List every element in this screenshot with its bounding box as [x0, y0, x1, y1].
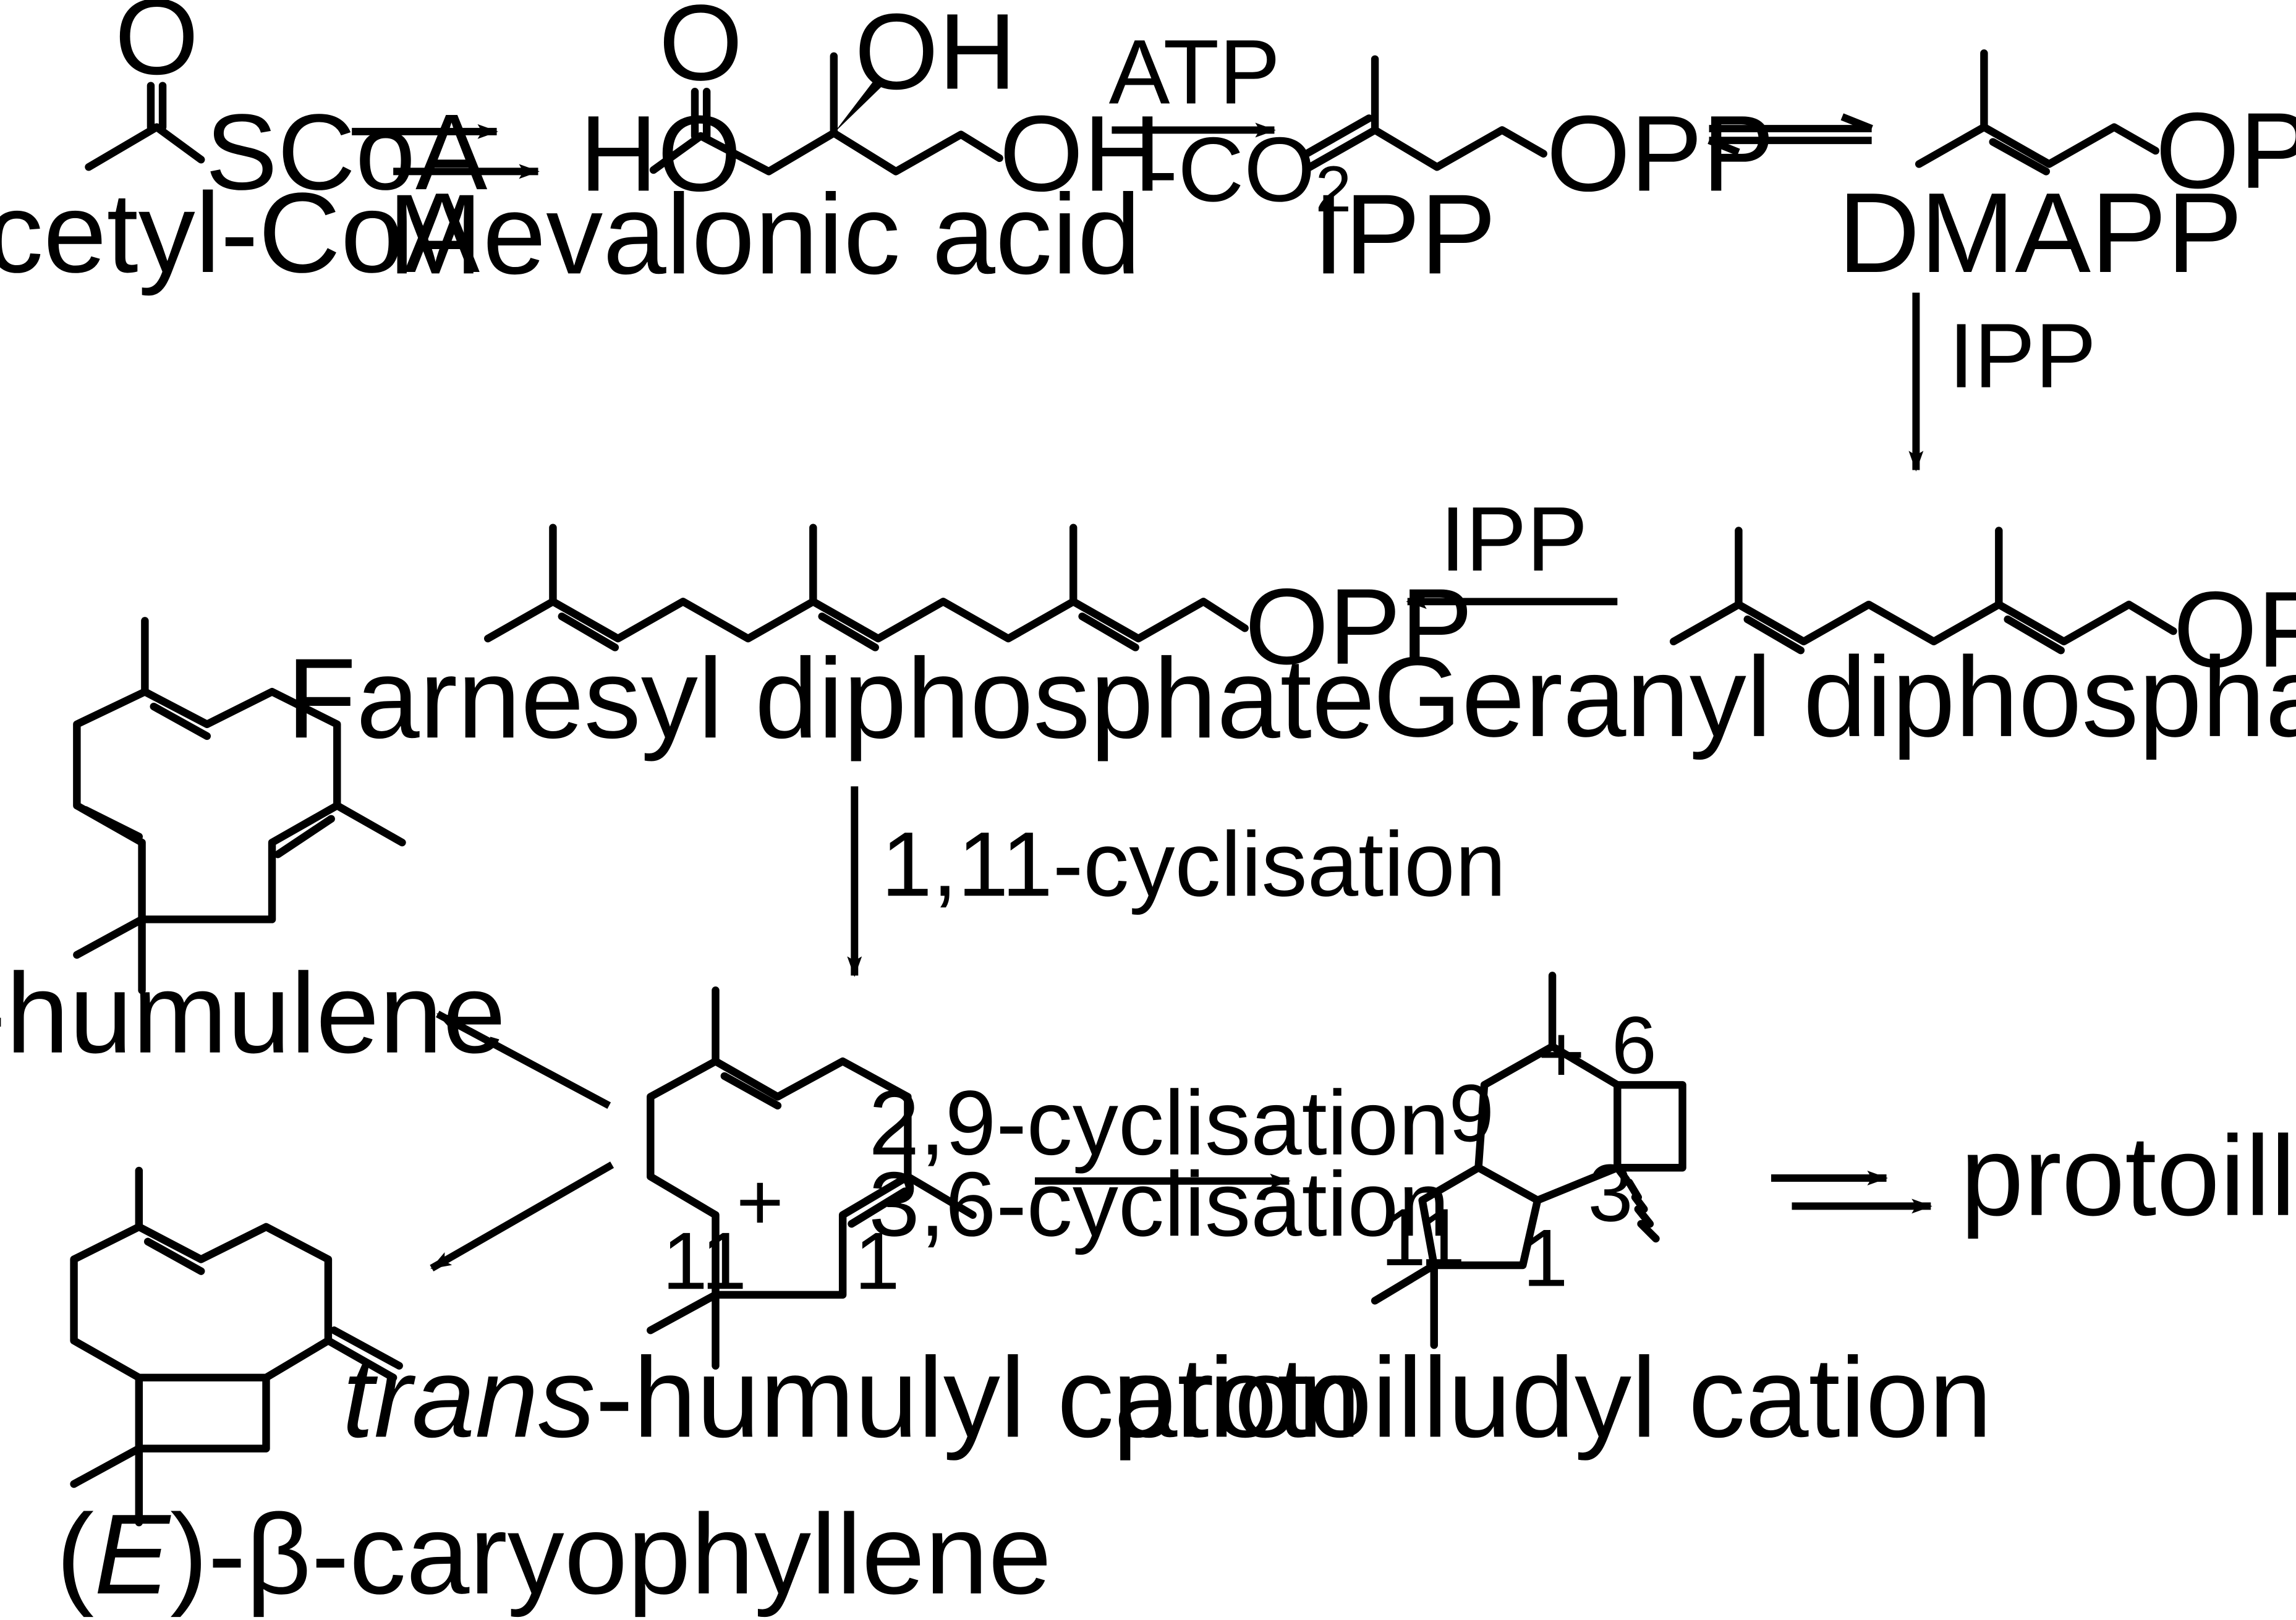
tertiary-hydroxyl: OH [854, 0, 1016, 111]
humulyl-to-caryophyllene-arrow [430, 1161, 614, 1272]
gpp-to-fpp-arrow: IPP [1406, 488, 1618, 609]
trans-humulyl-cation-label: trans-humulyl cation [342, 1334, 1361, 1461]
protoilludyl-locant-3: 3 [1588, 1147, 1633, 1238]
protoilludyl-cation-charge: + [1537, 1009, 1585, 1100]
humulyl-to-protoilludyl-arrow: 2,9-cyclisation 3,6-cyclisation [869, 1072, 1449, 1256]
acid-hydroxyl: HO [579, 93, 741, 213]
acetyl-coa-structure: O SCoA [85, 0, 488, 212]
protoilludyl-to-protoilludanes-arrows [1771, 1171, 1932, 1214]
protoilludyl-cation-label: protoilludyl cation [1113, 1334, 1992, 1461]
protoilludyl-locant-11: 11 [1381, 1192, 1466, 1283]
humulyl-to-humulene-arrow [436, 1011, 611, 1109]
co2-condition: -CO2 [1147, 119, 1351, 226]
alpha-humulene-structure [73, 617, 406, 994]
atp-condition: ATP [1109, 21, 1280, 123]
geranyl-diphosphate-structure: OPP [1669, 527, 2296, 690]
ipp-label: IPP [1313, 171, 1497, 298]
mevalonate-to-ipp-arrow: ATP -CO2 [1109, 21, 1351, 226]
humulyl-locant-11: 11 [662, 1215, 747, 1306]
ipp-opp-group: OPP [1547, 93, 1775, 213]
dmapp-structure: OPP [1915, 49, 2296, 211]
ipp-dmapp-equilibrium-arrows [1707, 113, 1873, 156]
protoilludyl-locant-9: 9 [1449, 1067, 1494, 1158]
fpp-opp-group: OPP [1245, 566, 1473, 687]
protoilludyl-locant-6: 6 [1612, 999, 1657, 1090]
acetyl-coa-label: Acetyl-CoA [0, 169, 480, 297]
alpha-humulene-label: α-humulene [0, 950, 506, 1077]
primary-hydroxyl: OH [1000, 93, 1162, 213]
acetyl-coa-to-mevalonate-arrows [352, 124, 540, 179]
dmapp-to-gpp-arrow: IPP [1908, 292, 2096, 472]
farnesyl-diphosphate-structure: OPP [483, 524, 1473, 687]
humulyl-cation-charge: + [736, 1156, 784, 1247]
dmapp-opp-group: OPP [2156, 90, 2296, 211]
mevalonic-acid-label: Mevalonic acid [388, 171, 1141, 298]
cyclisation-2-9-condition: 2,9-cyclisation [869, 1072, 1449, 1174]
protoilludyl-locant-1: 1 [1523, 1213, 1568, 1304]
cyclisation-3-6-condition: 3,6-cyclisation [869, 1153, 1449, 1255]
dmapp-label: DMAPP [1838, 169, 2243, 297]
caryophyllene-structure [70, 1166, 403, 1527]
mevalonic-acid-structure: O HO OH OH [579, 0, 1161, 213]
fpp-to-humulyl-arrow: 1,11-cyclisation [847, 786, 1506, 977]
humulyl-locant-1: 1 [854, 1215, 899, 1306]
caryophyllene-label: (E)-β-caryophyllene [56, 1491, 1052, 1618]
ipp-condition-to-gpp: IPP [1949, 305, 2096, 407]
cyclisation-1-11-condition: 1,11-cyclisation [881, 813, 1506, 915]
ipp-condition-to-fpp: IPP [1440, 488, 1588, 590]
protoilludanes-label: protoilludanes [1960, 1113, 2296, 1240]
gpp-opp-group: OPP [2174, 569, 2296, 690]
geranyl-diphosphate-label: Geranyl diphosphate [1373, 634, 2296, 761]
acid-oxygen: O [659, 0, 743, 103]
carbonyl-oxygen: O [115, 0, 199, 97]
farnesyl-diphosphate-label: Farnesyl diphosphate [287, 635, 1375, 762]
scoa-group: SCoA [205, 91, 488, 212]
protoilludyl-cation-structure: + 6 9 3 11 1 [1371, 972, 1686, 1349]
trans-humulyl-cation-structure: + 11 1 [647, 986, 977, 1370]
